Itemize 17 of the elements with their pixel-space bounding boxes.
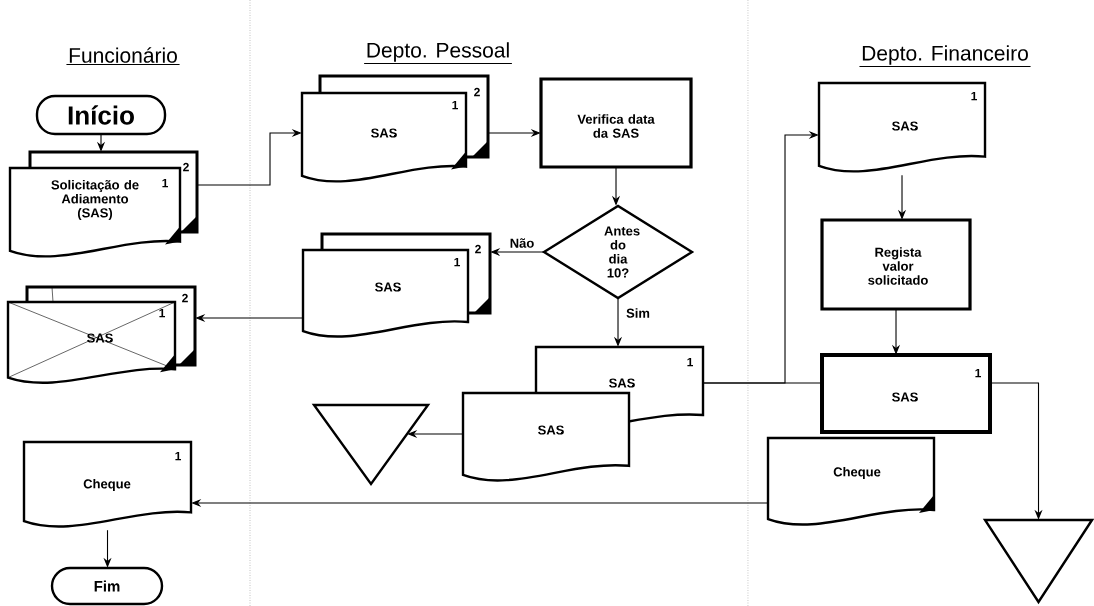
process-box: SAS 1 xyxy=(820,353,992,434)
document-stack: Solicitação de Adiamento (SAS) 1 2 xyxy=(8,150,199,258)
edge-label: Não xyxy=(510,238,534,248)
lane-heading: Depto. Pessoal xyxy=(363,42,513,64)
document-stack: SAS 1 2 xyxy=(300,74,490,183)
process-box: Verifica data da SAS xyxy=(539,77,693,169)
node-label: 2 xyxy=(475,244,481,254)
document-stack: SAS 1 2 xyxy=(301,232,492,338)
lane-heading: Depto. Financeiro xyxy=(858,45,1032,67)
process-box: Regista valor solicitado xyxy=(820,218,972,311)
connector-line xyxy=(702,382,823,384)
crossed-document-stack: SAS 1 2 xyxy=(6,285,197,384)
lane-heading: Funcionário xyxy=(65,47,181,66)
node-label: 2 xyxy=(182,293,188,303)
node-label: 2 xyxy=(474,87,480,97)
edge-label: Sim xyxy=(626,308,650,318)
node-label: 2 xyxy=(183,162,189,172)
